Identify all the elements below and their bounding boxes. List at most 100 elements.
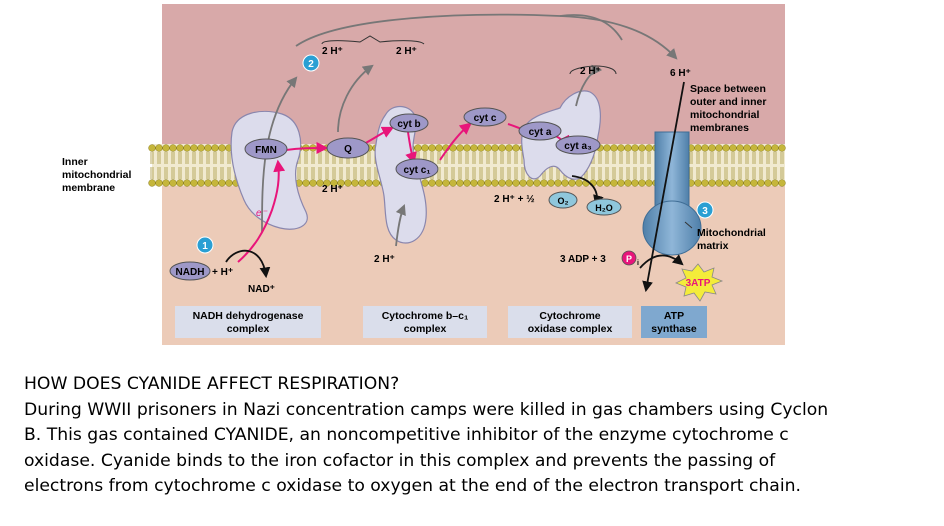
lipid-head xyxy=(757,144,765,152)
svg-text:Mitochondrial: Mitochondrial xyxy=(697,227,766,239)
lipid-head xyxy=(190,179,198,187)
matrix-label: Mitochondrial matrix xyxy=(697,227,766,252)
lipid-head xyxy=(617,144,625,152)
caption-heading: HOW DOES CYANIDE AFFECT RESPIRATION? xyxy=(24,374,400,394)
lipid-head xyxy=(631,179,639,187)
lipid-head xyxy=(358,179,366,187)
lipid-head xyxy=(477,144,485,152)
lipid-head xyxy=(197,179,205,187)
svg-text:Space between: Space between xyxy=(690,83,766,95)
h2o-label: H₂O xyxy=(595,203,613,213)
lipid-head xyxy=(155,144,163,152)
lipid-head xyxy=(463,144,471,152)
lipid-head xyxy=(176,179,184,187)
proton-matrix-middle: 2 H⁺ xyxy=(374,254,395,265)
nadh-dehydrogenase-protein xyxy=(230,110,308,230)
lipid-head xyxy=(568,179,576,187)
proton-top-left: 2 H⁺ xyxy=(322,46,343,57)
lipid-head xyxy=(575,179,583,187)
phosphate-label: P xyxy=(626,254,632,264)
electron-label: e⁻ xyxy=(256,208,268,219)
svg-text:complex: complex xyxy=(404,323,447,335)
lipid-head xyxy=(463,179,471,187)
cyt-c-label: cyt c xyxy=(474,113,497,124)
lipid-head xyxy=(778,144,786,152)
svg-text:membranes: membranes xyxy=(690,122,749,134)
cyt-c1-cofactor xyxy=(395,158,439,180)
lipid-head xyxy=(225,179,233,187)
lipid-head xyxy=(645,179,653,187)
cyt-c-cofactor xyxy=(463,107,507,127)
lipid-head xyxy=(533,179,541,187)
lipid-head xyxy=(218,179,226,187)
right-bracket xyxy=(569,65,617,75)
oxygen-bubble xyxy=(548,191,578,209)
lipid-head xyxy=(421,179,429,187)
cytochrome-bc1-label-box: Cytochrome b–c₁ complex xyxy=(363,306,487,338)
lipid-head xyxy=(190,144,198,152)
lipid-head xyxy=(498,179,506,187)
step-1-marker: 1 xyxy=(196,236,214,254)
o2-label: O₂ xyxy=(558,196,569,206)
caption-text: HOW DOES CYANIDE AFFECT RESPIRATION? Dur… xyxy=(24,372,934,500)
atp-burst-label: 3ATP xyxy=(686,278,711,289)
lipid-head xyxy=(694,144,702,152)
lipid-head xyxy=(449,179,457,187)
cyt-a3-label: cyt a₃ xyxy=(564,141,592,152)
lipid-head xyxy=(561,179,569,187)
lipid-head xyxy=(477,179,485,187)
lipid-head xyxy=(617,179,625,187)
atp-burst-icon xyxy=(675,263,724,302)
lipid-head xyxy=(603,144,611,152)
nad-label: NAD⁺ xyxy=(248,284,275,295)
lipid-head xyxy=(421,144,429,152)
lipid-head xyxy=(729,179,737,187)
svg-text:matrix: matrix xyxy=(697,240,729,252)
lipid-head xyxy=(176,144,184,152)
lipid-head xyxy=(750,179,758,187)
svg-text:Inner: Inner xyxy=(62,156,88,168)
cyt-c1-label: cyt c₁ xyxy=(404,165,431,176)
lipid-head xyxy=(631,144,639,152)
lipid-head xyxy=(722,144,730,152)
lipid-head xyxy=(372,179,380,187)
lipid-head xyxy=(645,144,653,152)
lipid-head xyxy=(470,179,478,187)
lipid-head xyxy=(484,179,492,187)
svg-text:3: 3 xyxy=(702,206,708,217)
lipid-head xyxy=(428,179,436,187)
lipid-head xyxy=(547,179,555,187)
svg-text:NADH dehydrogenase: NADH dehydrogenase xyxy=(193,310,304,322)
lipid-head xyxy=(155,179,163,187)
q-label: Q xyxy=(344,144,352,155)
caption-line-4: electrons from cytochrome c oxidase to o… xyxy=(24,476,801,496)
svg-text:1: 1 xyxy=(202,241,208,252)
cyt-b-label: cyt b xyxy=(397,119,420,130)
lipid-head xyxy=(771,179,779,187)
atp-synthase-head xyxy=(642,200,702,256)
lipid-head xyxy=(435,179,443,187)
lipid-head xyxy=(610,179,618,187)
lipid-head xyxy=(778,179,786,187)
inner-membrane-label: Inner mitochondrial membrane xyxy=(62,156,132,194)
step-3-marker: 3 xyxy=(696,201,714,219)
electron-transport-chain-diagram: FMN Q cyt b cyt c₁ cyt c cyt a cyt a₃ O₂… xyxy=(62,4,786,345)
lipid-head xyxy=(211,179,219,187)
lipid-head xyxy=(197,144,205,152)
lipid-head xyxy=(148,179,156,187)
lipid-head xyxy=(638,144,646,152)
lipid-head xyxy=(435,144,443,152)
phosphate-icon xyxy=(621,250,637,266)
svg-text:2: 2 xyxy=(308,59,314,70)
svg-text:Cytochrome: Cytochrome xyxy=(539,310,600,322)
lipid-head xyxy=(505,144,513,152)
svg-text:synthase: synthase xyxy=(651,323,697,335)
lipid-head xyxy=(708,179,716,187)
cytochrome-oxidase-label-box: Cytochrome oxidase complex xyxy=(508,306,632,338)
svg-text:ATP: ATP xyxy=(664,310,684,322)
lipid-head xyxy=(624,144,632,152)
intermembrane-space-label: Space between outer and inner mitochondr… xyxy=(690,83,766,134)
phosphate-subscript: i xyxy=(637,260,639,267)
lipid-head xyxy=(526,179,534,187)
svg-text:outer and inner: outer and inner xyxy=(690,96,766,108)
